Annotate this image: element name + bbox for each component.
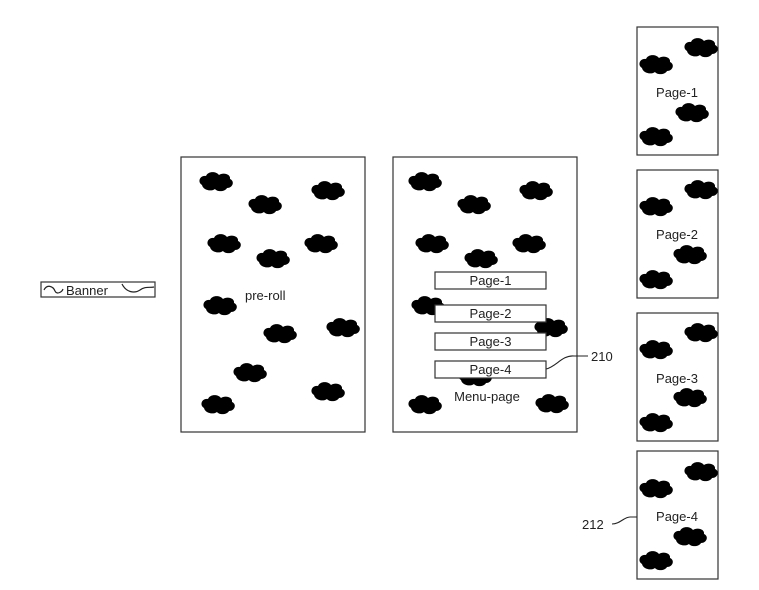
preroll-panel: pre-roll (181, 157, 365, 432)
page-panel-2: Page-2 (637, 170, 718, 298)
ref-212-leader (612, 517, 637, 524)
banner-label: Banner (66, 283, 109, 298)
menu-item-label: Page-3 (470, 334, 512, 349)
preroll-label: pre-roll (245, 288, 286, 303)
banner-box: Banner (41, 282, 155, 298)
page-panel-label: Page-3 (656, 371, 698, 386)
menu-page-label: Menu-page (454, 389, 520, 404)
menu-page-panel: Page-1 Page-2 Page-3 Page-4 Menu-page (393, 157, 577, 432)
menu-item-page-1[interactable]: Page-1 (435, 272, 546, 289)
menu-item-page-2[interactable]: Page-2 (435, 305, 546, 322)
page-panel-3: Page-3 (637, 313, 718, 441)
menu-item-page-3[interactable]: Page-3 (435, 333, 546, 350)
page-panel-1: Page-1 (637, 27, 718, 155)
menu-item-label: Page-1 (470, 273, 512, 288)
ref-210-label: 210 (591, 349, 613, 364)
ref-212-label: 212 (582, 517, 604, 532)
menu-item-label: Page-4 (470, 362, 512, 377)
page-panel-label: Page-1 (656, 85, 698, 100)
menu-item-page-4[interactable]: Page-4 (435, 361, 546, 378)
page-panel-label: Page-4 (656, 509, 698, 524)
menu-item-label: Page-2 (470, 306, 512, 321)
page-panel-label: Page-2 (656, 227, 698, 242)
page-panel-4: Page-4 (637, 451, 718, 579)
